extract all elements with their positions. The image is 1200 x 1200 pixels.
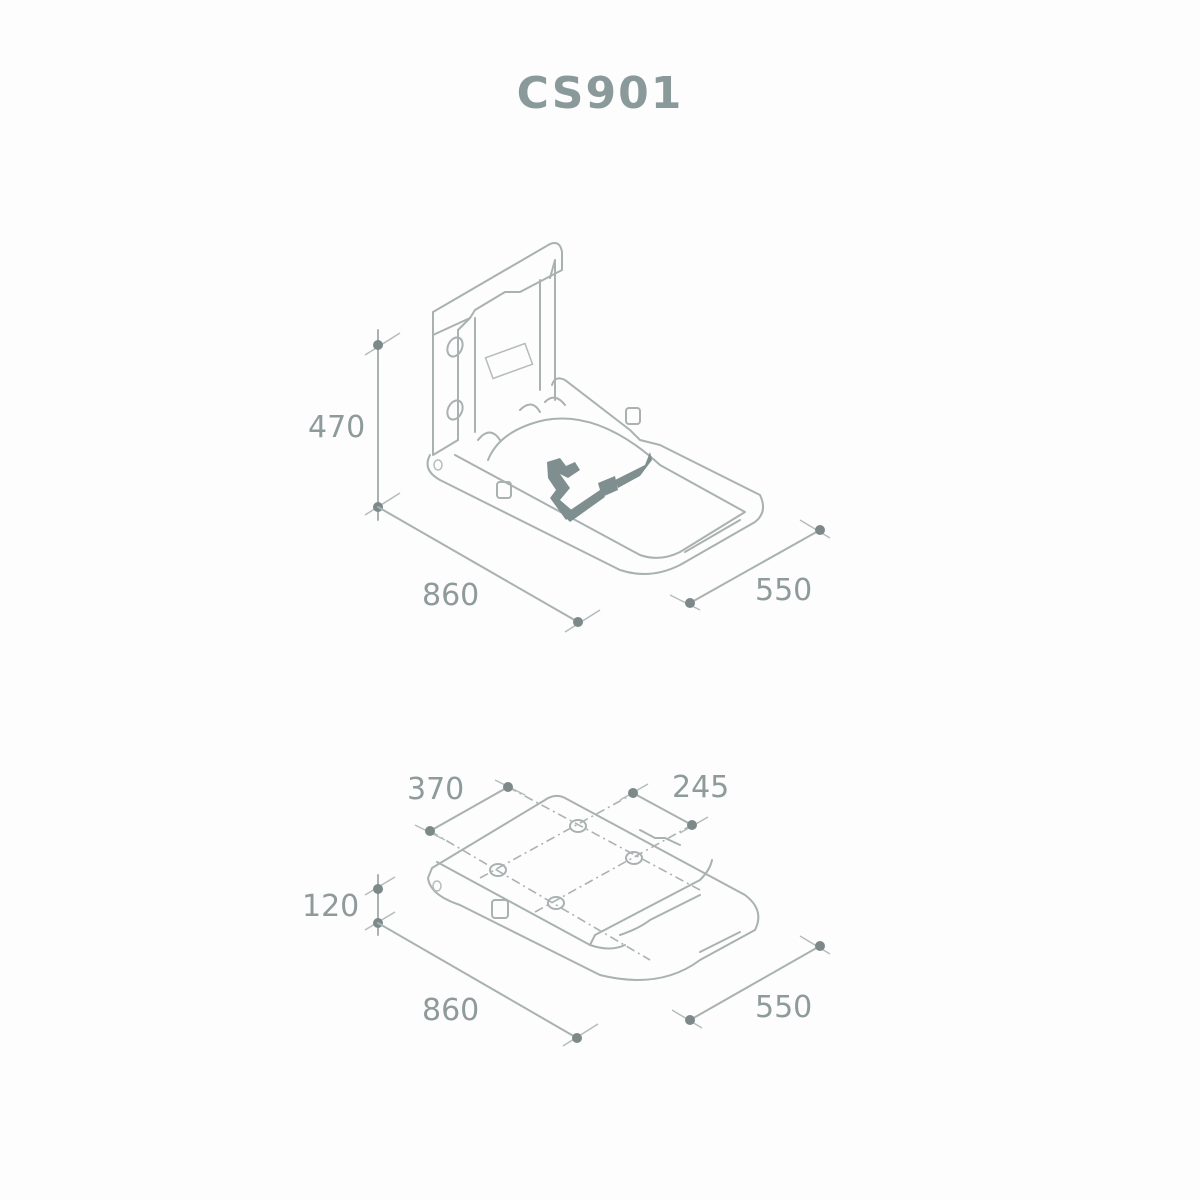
closed-mount-height-label: 245 <box>672 770 730 805</box>
closed-depth-label: 550 <box>755 990 813 1025</box>
closed-height-label: 120 <box>302 889 360 924</box>
closed-mount-width-label: 370 <box>407 772 465 807</box>
product-title: CS901 <box>516 68 684 119</box>
open-view-drawing <box>364 242 831 633</box>
open-depth-label: 550 <box>755 573 813 608</box>
open-length-label: 860 <box>422 578 480 613</box>
closed-length-label: 860 <box>422 993 480 1028</box>
open-height-label: 470 <box>308 410 366 445</box>
closed-view-drawing <box>364 779 831 1047</box>
